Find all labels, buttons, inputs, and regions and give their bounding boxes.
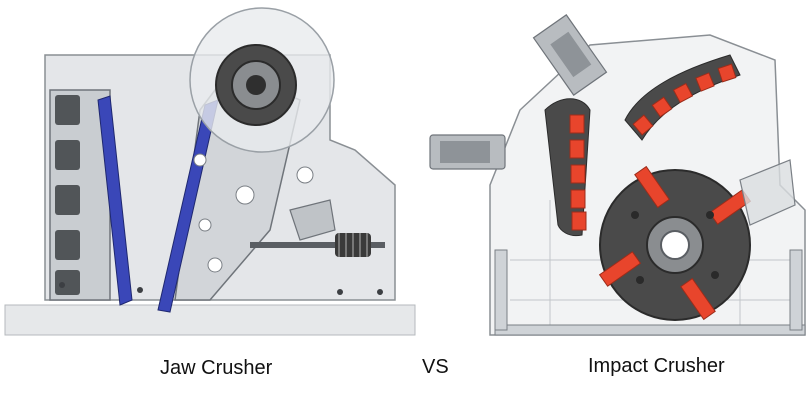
impact-crusher-caption: Impact Crusher xyxy=(588,355,725,377)
jaw-holes xyxy=(193,153,314,273)
left-curtain-liners xyxy=(569,114,587,231)
side-adjuster xyxy=(429,134,506,170)
toggle-plate xyxy=(289,199,336,241)
impact-crusher-illustration xyxy=(410,0,812,345)
impact-crusher-drawing xyxy=(429,14,806,336)
spring xyxy=(335,233,371,257)
base-frame xyxy=(494,249,806,336)
base-plate xyxy=(4,304,416,336)
discharge-chute xyxy=(739,159,796,226)
fixed-jaw-plate xyxy=(97,95,133,306)
jaw-crusher-drawing xyxy=(4,7,416,336)
frame-bolts xyxy=(59,282,383,295)
upper-curtain-liners xyxy=(632,63,737,136)
blow-bars xyxy=(598,165,752,321)
jaw-crusher-caption: Jaw Crusher xyxy=(160,357,273,379)
jaw-crusher-illustration xyxy=(0,0,420,340)
upper-adjuster xyxy=(532,14,608,96)
versus-label: VS xyxy=(422,356,449,378)
housing-ribs xyxy=(55,95,80,295)
